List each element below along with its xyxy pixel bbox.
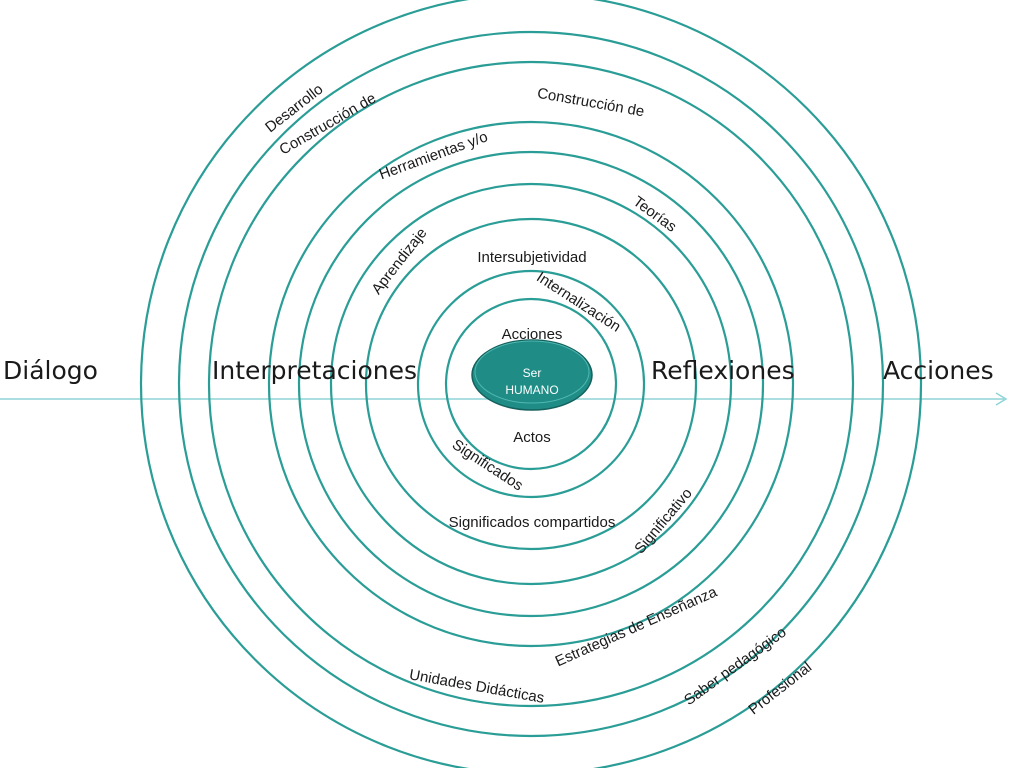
label-actos: Actos bbox=[513, 429, 551, 446]
center-label-ser: Ser bbox=[523, 366, 542, 380]
ring-group bbox=[140, 0, 922, 768]
ring-6 bbox=[329, 182, 733, 586]
axis-word-reflexiones: Reflexiones bbox=[651, 356, 795, 385]
center-ellipse-highlight bbox=[474, 340, 590, 404]
label-estrategias: Estrategias de Enseñanza bbox=[553, 583, 720, 670]
axis-word-acciones: Acciones bbox=[883, 356, 994, 385]
ring-9 bbox=[444, 297, 618, 471]
ring-4 bbox=[267, 120, 795, 648]
label-acciones-inner: Acciones bbox=[502, 326, 563, 343]
label-significados-compartidos: Significados compartidos bbox=[449, 514, 616, 531]
ring-1 bbox=[140, 0, 922, 768]
ring-7 bbox=[364, 217, 698, 551]
label-significativo: Significativo bbox=[631, 485, 695, 557]
ring-2 bbox=[177, 30, 885, 738]
label-intersubjetividad: Intersubjetividad bbox=[477, 249, 586, 266]
label-profesional: Profesional bbox=[745, 659, 815, 719]
label-herramientas: Herramientas y/o bbox=[377, 128, 490, 183]
axis-word-interpretaciones: Interpretaciones bbox=[212, 356, 417, 385]
axis-arrowhead bbox=[995, 392, 1008, 406]
ring-3 bbox=[207, 60, 855, 708]
center-label-humano: HUMANO bbox=[505, 383, 558, 397]
label-construccion-de-right: Construcción de bbox=[536, 85, 646, 121]
axis-word-dialogo: Diálogo bbox=[3, 356, 98, 385]
ring-8 bbox=[416, 269, 646, 499]
center-ellipse bbox=[471, 339, 593, 411]
ring-5 bbox=[297, 150, 765, 618]
